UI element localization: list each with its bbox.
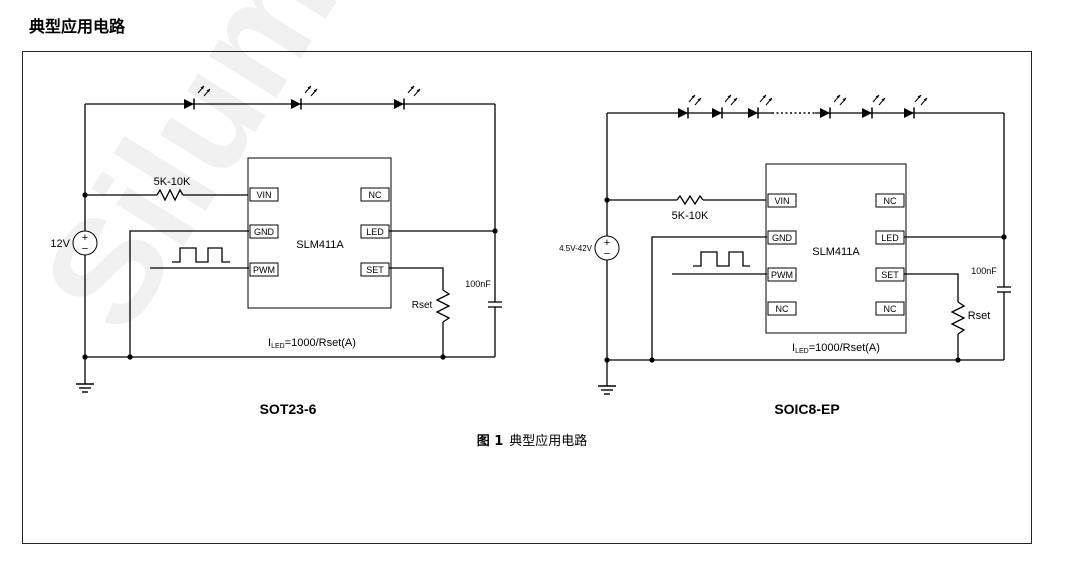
- right-circuit: + − 4.5V-42V 5K-10K SLM411A VIN GND PWM …: [559, 94, 1011, 417]
- input-resistor-label: 5K-10K: [154, 176, 191, 188]
- voltage-source-symbol: [594, 235, 620, 261]
- led-diode-2: [711, 94, 738, 120]
- pin-nc: NC: [776, 304, 789, 314]
- led-diode-1: [677, 94, 702, 120]
- current-formula: ILED=1000/Rset(A): [792, 342, 880, 355]
- ground-icon: [597, 385, 617, 395]
- pin-gnd: GND: [254, 227, 275, 237]
- svg-text:−: −: [604, 248, 610, 260]
- pin-vin: VIN: [774, 196, 789, 206]
- pin-led: LED: [881, 233, 899, 243]
- figure-frame: [22, 51, 1032, 544]
- package-label-right: SOIC8-EP: [774, 401, 839, 417]
- set-resistor-label: Rset: [968, 310, 991, 322]
- svg-text:−: −: [82, 243, 88, 255]
- set-resistor-label: Rset: [412, 300, 433, 311]
- pin-nc: NC: [884, 196, 897, 206]
- set-resistor-symbol: [950, 301, 966, 335]
- led-diode-4: [819, 94, 847, 120]
- pin-set: SET: [366, 265, 384, 275]
- led-diode-5: [861, 94, 886, 120]
- input-resistor-symbol: [676, 194, 704, 206]
- pwm-waveform: [172, 247, 230, 263]
- page-heading: 典型应用电路: [29, 17, 126, 36]
- led-diode-2: [290, 85, 318, 111]
- input-resistor-symbol: [156, 188, 184, 202]
- pin-nc: NC: [884, 304, 897, 314]
- capacitor-label: 100nF: [465, 279, 491, 289]
- led-diode-3: [393, 85, 421, 111]
- package-label-left: SOT23-6: [260, 401, 317, 417]
- pin-led: LED: [366, 227, 384, 237]
- led-diode-6: [903, 94, 928, 120]
- input-resistor-label: 5K-10K: [672, 210, 709, 222]
- svg-text:+: +: [82, 232, 88, 244]
- set-resistor-symbol: [435, 289, 451, 323]
- pin-set: SET: [881, 270, 899, 280]
- pin-pwm: PWM: [771, 270, 793, 280]
- pwm-waveform: [693, 251, 750, 267]
- chip-name: SLM411A: [296, 239, 344, 251]
- pin-gnd: GND: [772, 233, 793, 243]
- pin-pwm: PWM: [253, 265, 275, 275]
- led-diode-3: [747, 94, 773, 120]
- voltage-source-symbol: [72, 230, 98, 256]
- pin-vin: VIN: [256, 190, 271, 200]
- ground-icon: [75, 383, 95, 393]
- capacitor-label: 100nF: [971, 266, 997, 276]
- current-formula: ILED=1000/Rset(A): [268, 337, 356, 350]
- supply-voltage-label: 4.5V-42V: [559, 244, 593, 253]
- chip-name: SLM411A: [812, 246, 860, 258]
- pin-nc: NC: [369, 190, 382, 200]
- svg-text:+: +: [604, 237, 610, 249]
- supply-voltage-label: 12V: [50, 238, 70, 250]
- left-circuit: + − 12V 5K-10K SLM411A VIN GND PWM NC LE…: [50, 85, 502, 417]
- led-diode-1: [183, 85, 211, 111]
